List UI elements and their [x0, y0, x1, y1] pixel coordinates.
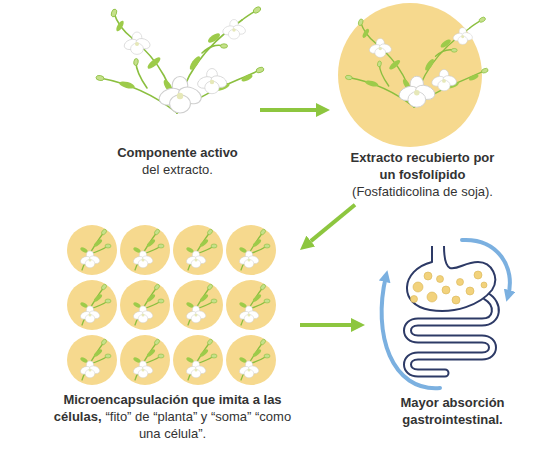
flow-arrow — [260, 108, 316, 112]
stage-box: Microencapsulación que imita a las célul… — [45, 222, 300, 447]
caption-heading: Mayor absorción gastrointestinal. — [378, 395, 528, 429]
stage-box: Componente activodel extracto. — [95, 5, 260, 183]
caption: Microencapsulación que imita a las célul… — [50, 392, 295, 443]
caption-text: del extracto. — [95, 162, 260, 179]
caption-heading: Extracto recubierto por un fosfolípido — [348, 150, 498, 184]
caption: Componente activodel extracto. — [95, 145, 260, 179]
caption: Extracto recubierto por un fosfolípido(F… — [330, 150, 515, 201]
absorption-arrows — [382, 240, 510, 388]
plant-extract — [96, 6, 265, 113]
caption-text: “fito” de “planta” y “soma” “como una cé… — [105, 409, 291, 441]
flow-arrow — [311, 205, 355, 241]
caption-heading: Componente activo — [95, 145, 260, 162]
stage-box: Mayor absorción gastrointestinal. — [365, 240, 540, 433]
caption-text: (Fosfatidicolina de soja). — [330, 184, 515, 201]
flow-arrow — [300, 323, 351, 327]
microcapsule-grid — [67, 225, 276, 385]
coated-extract — [338, 3, 489, 147]
digestive-tract — [407, 246, 495, 373]
caption: Mayor absorción gastrointestinal. — [365, 395, 540, 429]
stage-box: Extracto recubierto por un fosfolípido(F… — [330, 0, 515, 205]
